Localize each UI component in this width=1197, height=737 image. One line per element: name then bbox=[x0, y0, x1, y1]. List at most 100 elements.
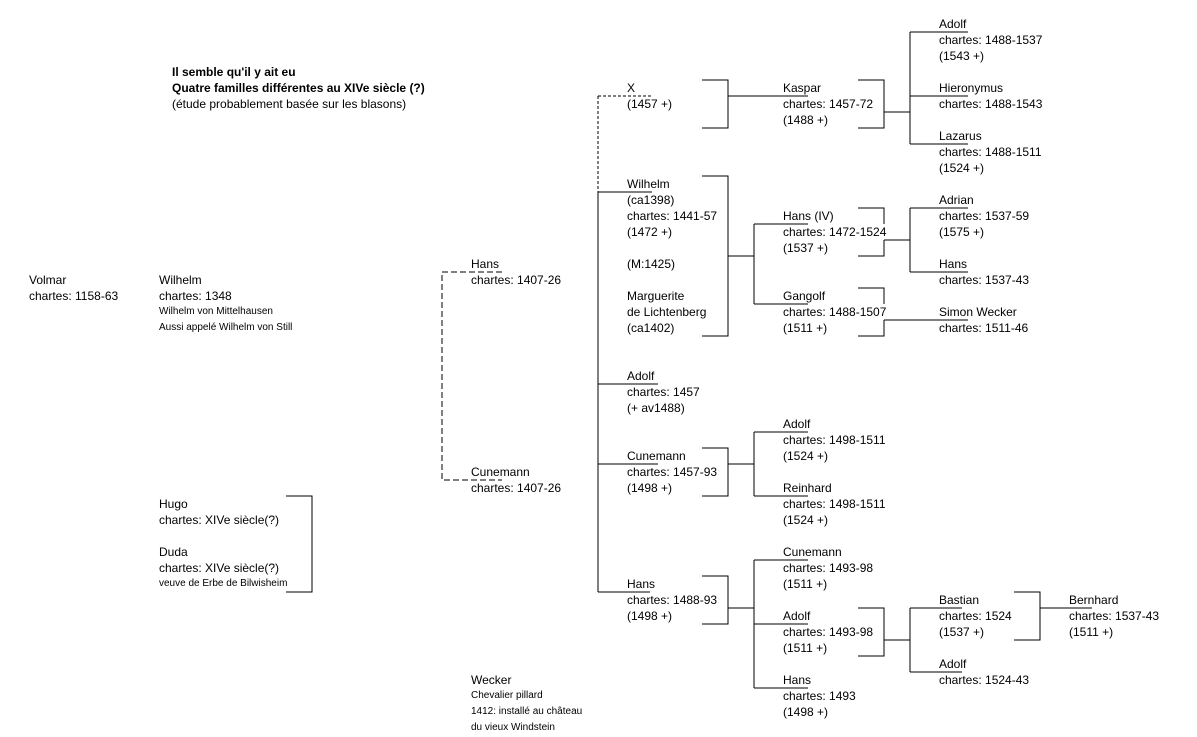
connector-adolf1493-bracket bbox=[858, 607, 885, 657]
person-name: Adolf bbox=[627, 369, 655, 383]
person-name: Adolf bbox=[783, 417, 811, 431]
person-name: Bernhard bbox=[1069, 593, 1119, 607]
person-detail: chartes: 1498-1511 bbox=[783, 497, 886, 511]
person-cunemann1493: Cunemann chartes: 1493-98 (1511 +) bbox=[783, 544, 873, 592]
person-name: Bastian bbox=[939, 593, 980, 607]
person-name: Adolf bbox=[939, 17, 967, 31]
person-detail: chartes: 1457-72 bbox=[783, 97, 874, 111]
person-detail: (ca1402) bbox=[627, 321, 675, 335]
person-name: Reinhard bbox=[783, 481, 832, 495]
person-detail: (1511 +) bbox=[783, 321, 828, 335]
person-adolf1498: Adolf chartes: 1498-1511 (1524 +) bbox=[783, 416, 886, 464]
person-detail: (1498 +) bbox=[627, 609, 673, 623]
person-detail: (1498 +) bbox=[627, 481, 673, 495]
person-detail: chartes: 1524 bbox=[939, 609, 1012, 623]
person-x: X (1457 +) bbox=[627, 80, 672, 112]
person-name: Adolf bbox=[939, 657, 967, 671]
person-name: Adrian bbox=[939, 193, 974, 207]
person-detail: chartes: 1441-57 bbox=[627, 209, 718, 223]
person-detail: de Lichtenberg bbox=[627, 305, 707, 319]
person-name: Volmar bbox=[29, 273, 67, 287]
person-detail: chartes: 1493-98 bbox=[783, 561, 874, 575]
person-detail: (1524 +) bbox=[939, 161, 985, 175]
connector-hans1488-bracket bbox=[702, 575, 729, 625]
person-wilhelm1441: Wilhelm(ca1398)chartes: 1441-57(1472 +)(… bbox=[627, 176, 717, 336]
person-detail: (1575 +) bbox=[939, 225, 985, 239]
person-name: Simon Wecker bbox=[939, 305, 1017, 319]
person-detail: chartes: 1511-46 bbox=[939, 321, 1029, 335]
person-adrian: Adrian chartes: 1537-59 (1575 +) bbox=[939, 192, 1029, 240]
person-detail: (1457 +) bbox=[627, 97, 673, 111]
person-name: Duda bbox=[159, 545, 188, 559]
connector-kaspar-bracket bbox=[858, 79, 885, 129]
person-detail: chartes: 1493 bbox=[783, 689, 856, 703]
header-line-1: Il semble qu'il y ait eu bbox=[172, 65, 296, 79]
person-volmar: Volmar chartes: 1158-63 bbox=[29, 272, 118, 304]
person-detail: chartes: 1537-59 bbox=[939, 209, 1030, 223]
person-hans1537: Hans chartes: 1537-43 bbox=[939, 256, 1029, 288]
person-reinhard: Reinhard chartes: 1498-1511 (1524 +) bbox=[783, 480, 886, 528]
person-detail: (+ av1488) bbox=[627, 401, 685, 415]
person-hansIV: Hans (IV)chartes: 1472-1524(1537 +) bbox=[783, 208, 886, 256]
person-note: Wilhelm von Mittelhausen bbox=[159, 306, 273, 317]
person-detail: (1524 +) bbox=[783, 513, 829, 527]
person-name: X bbox=[627, 81, 636, 95]
person-detail: chartes: 1407-26 bbox=[471, 273, 562, 287]
person-detail: chartes: 1407-26 bbox=[471, 481, 562, 495]
connector-gangolf-bracket bbox=[858, 287, 885, 304]
connector-bastian-bracket bbox=[1014, 591, 1041, 641]
person-detail: chartes: 1537-43 bbox=[939, 273, 1030, 287]
person-name: Cunemann bbox=[627, 449, 686, 463]
person-detail: (ca1398) bbox=[627, 193, 675, 207]
header-line-3: (étude probablement basée sur les blason… bbox=[172, 97, 407, 111]
person-detail: chartes: 1158-63 bbox=[29, 289, 119, 303]
connector-x-bracket bbox=[702, 79, 729, 129]
person-name: Cunemann bbox=[471, 465, 530, 479]
person-detail: (1543 +) bbox=[939, 49, 985, 63]
person-detail: chartes: XIVe siècle(?) bbox=[159, 561, 280, 575]
person-adolf1488: Adolf chartes: 1488-1537 (1543 +) bbox=[939, 16, 1042, 64]
person-simonWecker: Simon Wecker chartes: 1511-46 bbox=[939, 304, 1028, 336]
person-note: du vieux Windstein bbox=[471, 722, 555, 733]
person-detail: chartes: 1537-43 bbox=[1069, 609, 1160, 623]
person-name: Cunemann bbox=[783, 545, 842, 559]
connector-hans-cunemann-dashed bbox=[441, 271, 502, 481]
person-detail: chartes: 1488-1511 bbox=[939, 145, 1042, 159]
person-detail: chartes: 1348 bbox=[159, 289, 232, 303]
person-detail: (M:1425) bbox=[627, 257, 676, 271]
header-note: Il semble qu'il y ait eu Quatre familles… bbox=[172, 64, 425, 112]
person-name: Kaspar bbox=[783, 81, 822, 95]
person-detail bbox=[627, 240, 717, 256]
person-detail: (1537 +) bbox=[783, 241, 829, 255]
person-note: veuve de Erbe de Bilwisheim bbox=[159, 578, 288, 589]
person-detail bbox=[627, 272, 717, 288]
person-detail: chartes: 1488-93 bbox=[627, 593, 718, 607]
person-detail: chartes: 1498-1511 bbox=[783, 433, 886, 447]
person-detail: (1511 +) bbox=[783, 577, 828, 591]
person-name: Hans bbox=[471, 257, 500, 271]
person-cunemann1407: Cunemann chartes: 1407-26 bbox=[471, 464, 561, 496]
person-detail: (1524 +) bbox=[783, 449, 829, 463]
person-detail: chartes: 1488-1537 bbox=[939, 33, 1043, 47]
person-name: Wilhelm bbox=[627, 177, 670, 191]
person-name: Hans (IV) bbox=[783, 209, 834, 223]
person-name: Hans bbox=[939, 257, 968, 271]
person-name: Wilhelm bbox=[159, 273, 202, 287]
person-name: Hans bbox=[783, 673, 812, 687]
person-name: Hugo bbox=[159, 497, 188, 511]
person-name: Wecker bbox=[471, 673, 512, 687]
person-name: Hieronymus bbox=[939, 81, 1004, 95]
person-detail: chartes: 1493-98 bbox=[783, 625, 874, 639]
